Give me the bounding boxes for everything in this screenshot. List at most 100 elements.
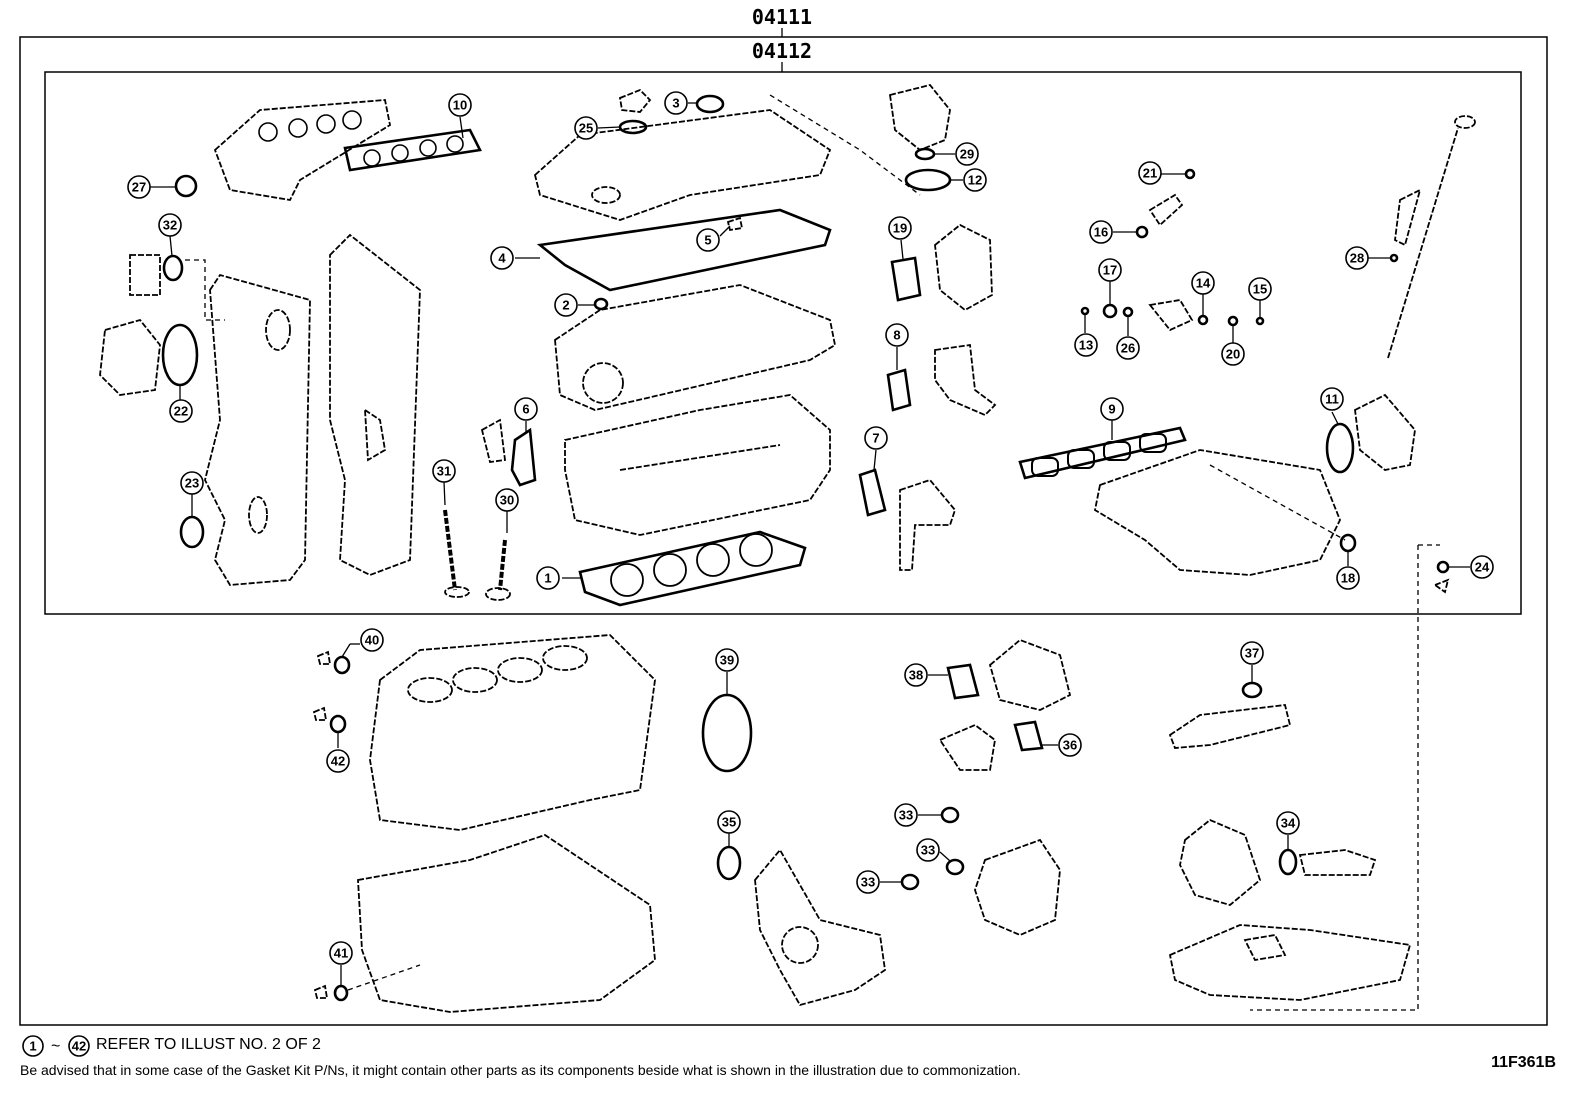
svg-text:9: 9 xyxy=(1108,402,1115,417)
svg-text:30: 30 xyxy=(500,493,514,508)
note-range-tilde: ~ xyxy=(51,1038,60,1055)
callout-35: 35 xyxy=(717,810,741,834)
svg-text:2: 2 xyxy=(562,298,569,313)
callout-14: 14 xyxy=(1191,271,1215,295)
svg-text:36: 36 xyxy=(1063,738,1077,753)
head-gasket-part xyxy=(578,530,807,607)
svg-text:42: 42 xyxy=(331,754,345,769)
callout-26: 26 xyxy=(1116,336,1140,360)
callout-12: 12 xyxy=(963,168,987,192)
callout-21: 21 xyxy=(1138,161,1162,185)
intake-gasket-part xyxy=(1018,426,1187,480)
callout-40: 40 xyxy=(360,628,384,652)
callout-41: 41 xyxy=(329,941,353,965)
callout-18: 18 xyxy=(1336,566,1360,590)
svg-text:18: 18 xyxy=(1341,571,1355,586)
water-pump-left-part xyxy=(99,318,161,396)
svg-text:37: 37 xyxy=(1245,646,1259,661)
svg-text:17: 17 xyxy=(1103,263,1117,278)
svg-text:39: 39 xyxy=(720,653,734,668)
svg-text:33: 33 xyxy=(899,808,913,823)
note-range-from: 1 xyxy=(22,1035,44,1057)
svg-text:16: 16 xyxy=(1094,225,1108,240)
cylinder-block-part xyxy=(369,634,656,831)
svg-text:3: 3 xyxy=(672,96,679,111)
svg-text:35: 35 xyxy=(722,815,736,830)
svg-text:5: 5 xyxy=(704,233,711,248)
svg-text:7: 7 xyxy=(872,431,879,446)
note-advice-text: Be advised that in some case of the Gask… xyxy=(20,1062,1021,1078)
callout-28: 28 xyxy=(1345,246,1369,270)
callout-4: 4 xyxy=(490,246,514,270)
callout-22: 22 xyxy=(169,399,193,423)
dipstick-part xyxy=(1387,127,1459,359)
svg-text:22: 22 xyxy=(174,404,188,419)
callout-33c: 33 xyxy=(856,870,880,894)
plug-3-part xyxy=(695,94,725,114)
svg-text:13: 13 xyxy=(1079,338,1093,353)
callout-7: 7 xyxy=(864,426,888,450)
svg-text:33: 33 xyxy=(861,875,875,890)
oil-pan-part xyxy=(1168,924,1412,1001)
svg-text:19: 19 xyxy=(893,221,907,236)
svg-text:41: 41 xyxy=(334,946,348,961)
oring-37-part xyxy=(1241,681,1263,699)
callout-30: 30 xyxy=(495,488,519,512)
oring-18-part xyxy=(1339,533,1357,553)
callout-8: 8 xyxy=(885,323,909,347)
plug-40-part xyxy=(333,655,351,675)
callout-42: 42 xyxy=(326,749,350,773)
oil-cap-part xyxy=(618,88,652,113)
exhaust-manifold-part xyxy=(213,99,392,201)
rear-oil-seal-part xyxy=(701,693,753,773)
callout-29: 29 xyxy=(955,142,979,166)
oring-29-part xyxy=(914,147,936,161)
gasket-11-part xyxy=(1325,422,1355,474)
oring-34-part xyxy=(1278,848,1298,876)
kit-04112-frame xyxy=(44,71,1522,615)
kit-04111-frame xyxy=(19,36,1548,1026)
throttle-body-part xyxy=(1354,393,1416,471)
callout-25: 25 xyxy=(574,116,598,140)
bracket-32-part xyxy=(129,254,161,296)
svg-text:34: 34 xyxy=(1281,816,1296,831)
valve-31-part xyxy=(443,509,457,591)
water-inlet-part xyxy=(934,223,993,312)
svg-text:8: 8 xyxy=(893,328,900,343)
seal-27-part xyxy=(174,174,198,198)
gasket-38-part xyxy=(946,663,980,700)
svg-text:25: 25 xyxy=(579,121,593,136)
valve-30-part xyxy=(498,539,507,591)
svg-text:21: 21 xyxy=(1143,166,1157,181)
seal-2-part xyxy=(593,297,609,311)
svg-text:4: 4 xyxy=(498,251,506,266)
egr-pipe-part xyxy=(938,723,996,771)
egr-part xyxy=(988,638,1072,711)
svg-text:42: 42 xyxy=(72,1039,86,1054)
callout-3: 3 xyxy=(664,91,688,115)
svg-text:27: 27 xyxy=(132,180,146,195)
plug-41-part xyxy=(333,984,349,1002)
oil-pump-part xyxy=(754,848,886,1007)
dipstick-guide-part xyxy=(1394,188,1422,247)
cylinder-head-cover-part xyxy=(533,109,832,221)
callout-38: 38 xyxy=(904,663,928,687)
callout-20: 20 xyxy=(1221,342,1245,366)
exhaust-gasket-part xyxy=(343,128,482,172)
callout-9: 9 xyxy=(1100,397,1124,421)
svg-text:40: 40 xyxy=(365,633,379,648)
sensor-16-part xyxy=(1148,193,1184,227)
svg-text:11: 11 xyxy=(1325,392,1339,407)
callout-2: 2 xyxy=(554,293,578,317)
svg-text:1: 1 xyxy=(29,1039,36,1054)
svg-text:14: 14 xyxy=(1196,276,1211,291)
oil-filter-bracket-part xyxy=(974,838,1061,936)
callout-13: 13 xyxy=(1074,333,1098,357)
callout-5: 5 xyxy=(696,228,720,252)
svg-text:24: 24 xyxy=(1475,560,1490,575)
callout-10: 10 xyxy=(448,93,472,117)
note-range-to: 42 xyxy=(68,1035,90,1057)
callout-31: 31 xyxy=(432,459,456,483)
gasket-12-part xyxy=(904,168,952,192)
